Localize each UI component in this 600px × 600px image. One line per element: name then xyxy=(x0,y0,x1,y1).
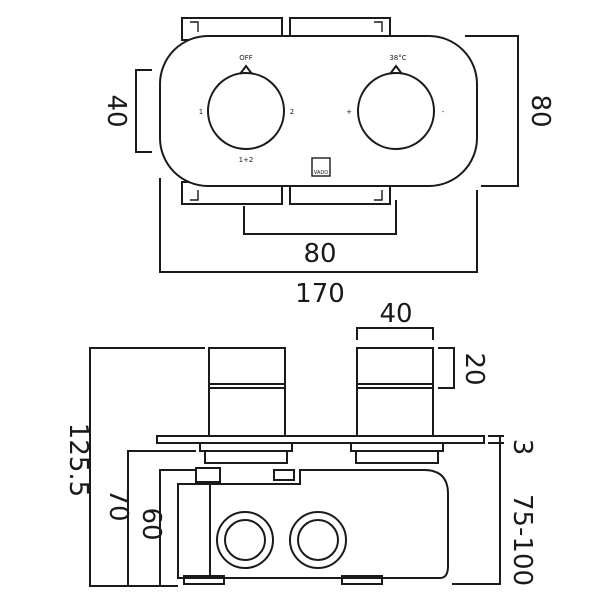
side-view-dimensions: 40 20 125.5 70 60 3 75-100 xyxy=(63,299,537,587)
dimension-line-depth-60 xyxy=(159,469,196,587)
temperature-control-knob xyxy=(357,72,435,150)
right-spindle-housing xyxy=(355,450,439,464)
flow-label-off: OFF xyxy=(239,54,253,62)
outlet-port-right-inner xyxy=(297,519,339,561)
dimension-handle-width: 40 xyxy=(379,299,412,329)
outlet-port-left xyxy=(216,511,274,569)
foot-left xyxy=(183,575,225,585)
side-view xyxy=(156,347,485,585)
outlet-port-right xyxy=(289,511,347,569)
bracket-top-holes xyxy=(190,21,383,32)
left-handle xyxy=(208,347,286,437)
valve-body-tab xyxy=(195,467,221,483)
brand-logo-icon xyxy=(311,157,331,177)
right-handle xyxy=(356,347,434,437)
dimension-line-plate-thickness xyxy=(488,435,504,444)
valve-body xyxy=(177,469,449,579)
flow-label-1: 1 xyxy=(199,108,203,116)
flow-control-knob xyxy=(207,72,285,150)
dimension-depth-60: 60 xyxy=(136,507,166,540)
front-view-dimensions: 40 80 80 170 xyxy=(101,35,555,309)
dimension-wall-depth-range: 75-100 xyxy=(507,494,537,586)
flow-knob-pointer xyxy=(239,64,253,75)
dimension-overall-width: 170 xyxy=(295,279,345,309)
dimension-line-knob-spacing xyxy=(243,200,397,235)
dimension-line-depth-70 xyxy=(127,450,196,587)
dimension-overall-height: 80 xyxy=(525,94,555,127)
flow-label-2: 2 xyxy=(290,108,294,116)
dimension-line-wall-depth xyxy=(452,442,501,585)
right-collar xyxy=(350,442,444,452)
temperature-label-plus: + xyxy=(346,108,352,116)
dimension-line-overall-width xyxy=(159,178,478,273)
dimension-overall-depth: 125.5 xyxy=(63,423,93,497)
left-collar xyxy=(199,442,293,452)
temperature-label-38c: 38°C xyxy=(389,54,406,62)
left-spindle-housing xyxy=(204,450,288,464)
bracket-bottom-holes xyxy=(190,190,383,201)
temperature-label-minus: - xyxy=(442,108,445,116)
valve-body-notch xyxy=(273,469,295,481)
outlet-port-left-inner xyxy=(224,519,266,561)
foot-right xyxy=(341,575,383,585)
dimension-line-overall-height xyxy=(465,35,519,187)
flow-label-1-plus-2: 1+2 xyxy=(239,156,254,164)
dimension-line-handle-height xyxy=(438,347,455,389)
dimension-line-plate-height xyxy=(135,69,152,153)
dimension-handle-height: 20 xyxy=(459,352,489,385)
dimension-line-handle-width xyxy=(356,327,434,340)
dimension-plate-height: 40 xyxy=(101,94,131,127)
temperature-knob-pointer xyxy=(389,64,403,75)
dimension-plate-thickness: 3 xyxy=(507,439,537,456)
front-view: OFF 1 2 1+2 38°C + - VADO xyxy=(159,17,478,205)
faceplate-side xyxy=(156,435,485,444)
dimension-depth-70: 70 xyxy=(103,488,133,521)
brand-logo-text: VADO xyxy=(314,170,328,176)
dimension-knob-spacing: 80 xyxy=(303,239,336,269)
